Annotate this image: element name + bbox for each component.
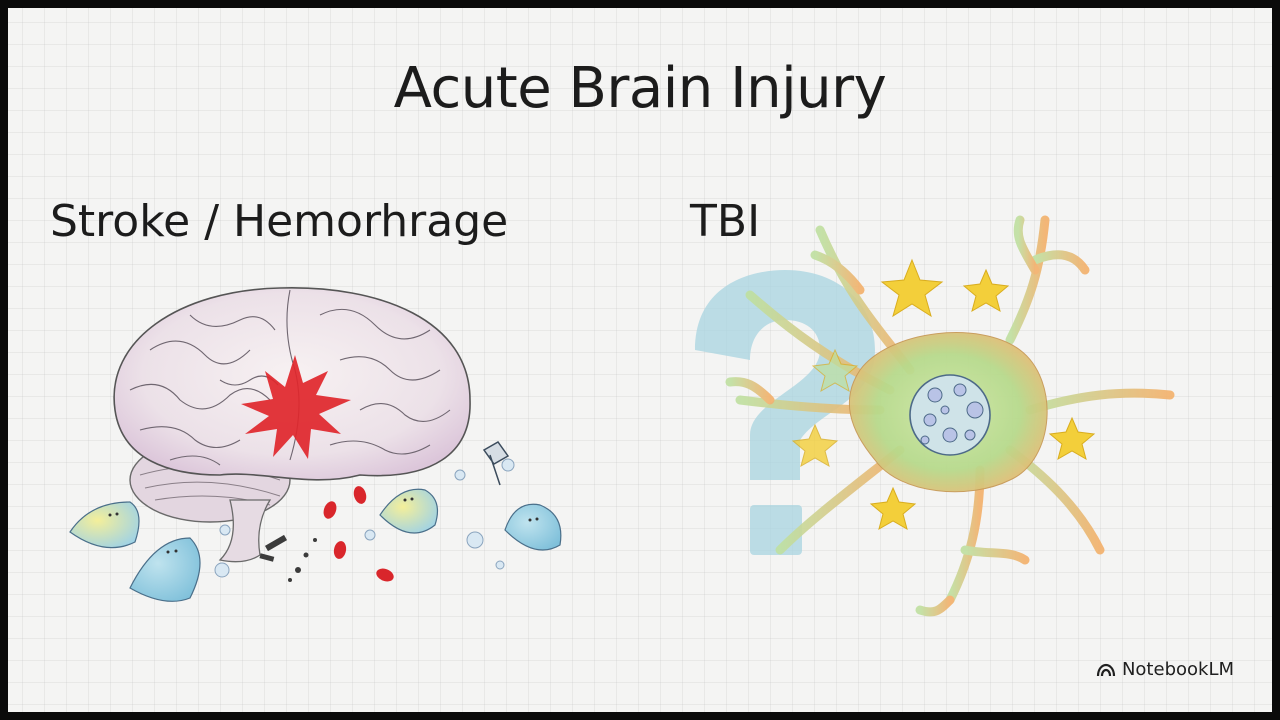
cleaner-cell-2 <box>129 537 201 602</box>
stars <box>791 258 1096 531</box>
brain-hemorrhage-illustration <box>69 287 562 602</box>
cleaner-cell-3 <box>379 488 438 534</box>
star-2 <box>962 268 1010 313</box>
brain-stem <box>218 499 272 563</box>
stroke-heading: Stroke / Hemorhrage <box>50 196 509 247</box>
notebooklm-watermark: NotebookLM <box>1096 659 1234 680</box>
slide-title: Acute Brain Injury <box>393 56 887 121</box>
star-1 <box>880 258 944 318</box>
neuron-question-illustration <box>695 215 1175 617</box>
star-3 <box>1048 416 1096 461</box>
hemorrhage-splat <box>241 355 351 459</box>
star-5 <box>791 423 839 468</box>
broom <box>482 441 510 486</box>
notebooklm-logo-icon <box>1096 663 1116 676</box>
tbi-heading: TBI <box>690 196 761 247</box>
notebooklm-brand: NotebookLM <box>1121 659 1234 680</box>
cleaner-cell-1 <box>69 501 140 549</box>
cleaner-cell-4 <box>504 503 562 551</box>
star-6 <box>811 348 859 393</box>
star-4 <box>869 486 917 531</box>
